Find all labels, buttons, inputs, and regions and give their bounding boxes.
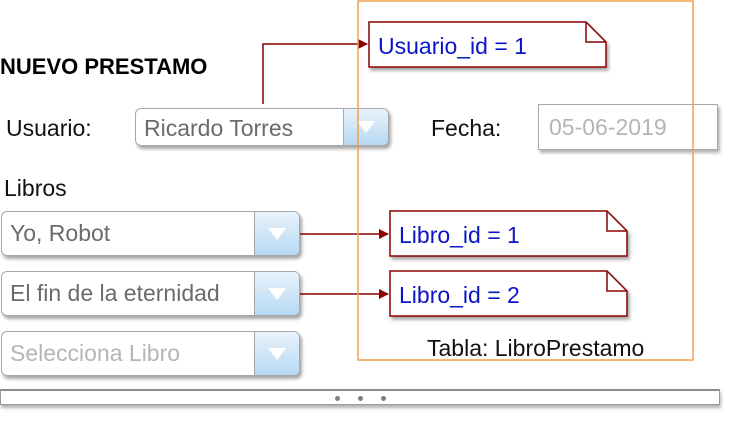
chevron-down-icon [268, 348, 286, 360]
scroll-dot [381, 396, 386, 401]
chevron-down-icon [357, 121, 375, 133]
usuario-note-text: Usuario_id = 1 [378, 33, 527, 59]
book-select-toggle[interactable] [254, 332, 299, 375]
user-select-value: Ricardo Torres [144, 115, 294, 141]
table-caption: Tabla: LibroPrestamo [427, 335, 645, 361]
libro-note-1 [389, 210, 628, 257]
scroll-dot [358, 396, 363, 401]
table-frame [357, 0, 694, 361]
libro-note-text: Libro_id = 2 [399, 282, 520, 308]
user-label: Usuario: [6, 115, 92, 141]
chevron-down-icon [268, 288, 286, 300]
form-title: NUEVO PRESTAMO [0, 54, 208, 79]
horizontal-scrollbar[interactable] [0, 389, 720, 405]
book-select-placeholder: Selecciona Libro [10, 340, 181, 366]
chevron-down-icon [268, 228, 286, 240]
libro-note-2 [389, 270, 628, 317]
usuario-note [368, 21, 607, 68]
book-select-toggle[interactable] [254, 272, 299, 315]
book-select-1[interactable]: Yo, Robot [1, 211, 300, 256]
date-label: Fecha: [431, 115, 502, 141]
book-select-value: El fin de la eternidad [10, 280, 220, 306]
books-label: Libros [4, 175, 67, 201]
user-select-toggle[interactable] [343, 109, 388, 145]
libro-note-text: Libro_id = 1 [399, 222, 520, 248]
scroll-dot [335, 396, 340, 401]
book-select-empty[interactable]: Selecciona Libro [1, 331, 300, 376]
book-select-toggle[interactable] [254, 212, 299, 255]
book-select-2[interactable]: El fin de la eternidad [1, 271, 300, 316]
user-arrow [262, 39, 368, 104]
date-field-value: 05-06-2019 [549, 114, 667, 140]
book-select-value: Yo, Robot [10, 220, 111, 246]
user-select[interactable]: Ricardo Torres [135, 108, 389, 146]
date-field[interactable]: 05-06-2019 [538, 104, 718, 150]
